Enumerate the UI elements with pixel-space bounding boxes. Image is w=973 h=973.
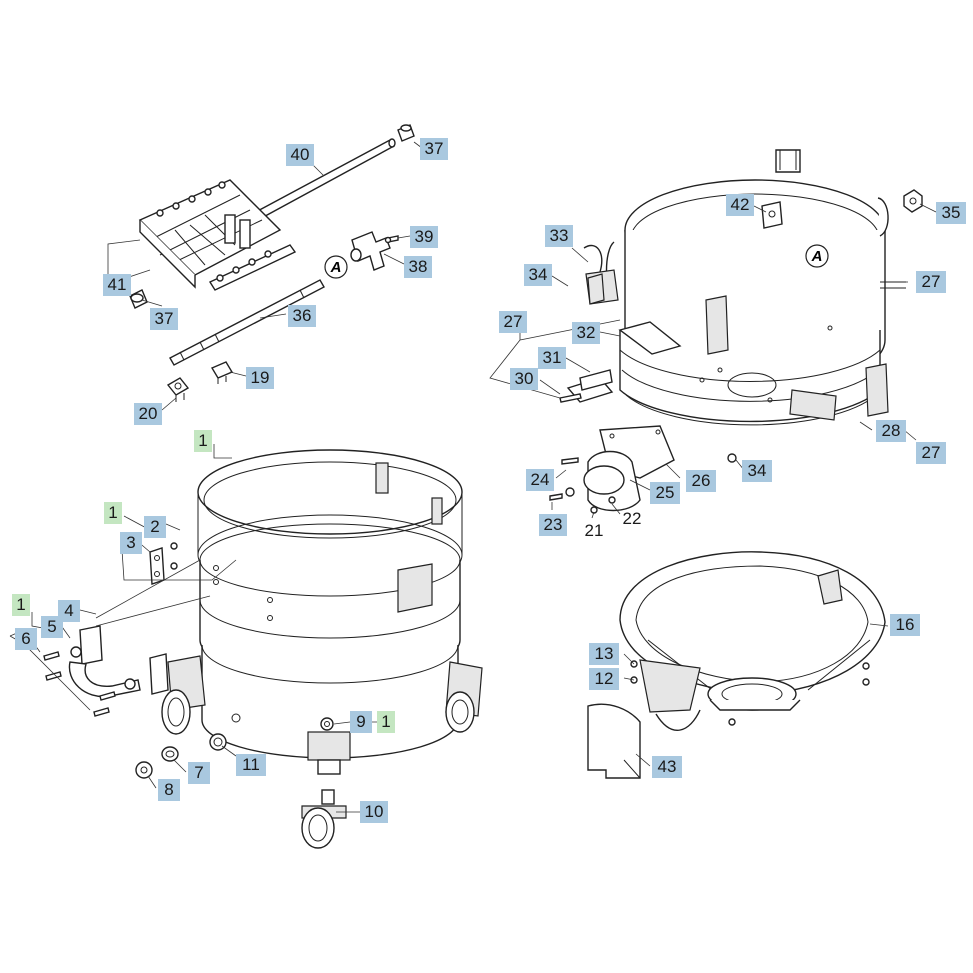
part-label-37-lower: 37 <box>150 308 178 330</box>
part-label-21: 21 <box>584 521 604 540</box>
drum-lower-1 <box>197 449 463 775</box>
part-label-28: 28 <box>876 420 906 442</box>
part-label-34-top: 34 <box>524 264 552 286</box>
part-label-19: 19 <box>246 367 274 389</box>
upper-drum <box>585 149 906 426</box>
part-label-24: 24 <box>526 469 554 491</box>
part-label-3: 3 <box>120 532 142 554</box>
marker-a-right-text: A <box>811 248 823 265</box>
part-label-1-bracket: 1 <box>104 502 122 524</box>
filter-bag-43 <box>587 703 641 779</box>
part-label-6: 6 <box>15 628 37 650</box>
end-cap-37-top <box>397 124 415 142</box>
marker-a-right: A <box>805 244 829 268</box>
screw-30 <box>559 393 582 403</box>
end-cap-37-bottom <box>129 289 148 309</box>
part-label-12: 12 <box>589 668 619 690</box>
caster-wheels <box>161 655 483 735</box>
part-label-5: 5 <box>41 616 63 638</box>
part-label-1-nut: 1 <box>377 711 395 733</box>
handle-frame-41 <box>138 179 297 291</box>
part-label-25: 25 <box>650 482 680 504</box>
part-label-36: 36 <box>288 305 316 327</box>
part-label-1-top: 1 <box>194 430 212 452</box>
nut-35 <box>903 189 923 213</box>
marker-a-left-text: A <box>330 259 342 276</box>
part-label-37: 37 <box>420 138 448 160</box>
screws-6 <box>43 651 116 717</box>
part-label-38: 38 <box>404 256 432 278</box>
clip-19 <box>210 361 234 384</box>
part-label-34-bottom: 34 <box>742 460 772 482</box>
part-label-20: 20 <box>134 403 162 425</box>
part-label-33: 33 <box>545 225 573 247</box>
part-label-22: 22 <box>622 509 642 528</box>
part-label-1-handle: 1 <box>12 594 30 616</box>
part-label-9: 9 <box>350 711 372 733</box>
handle-rod-36 <box>169 279 325 366</box>
push-handle-4 <box>68 625 169 698</box>
part-label-27-bottom: 27 <box>916 442 946 464</box>
part-label-30: 30 <box>510 368 538 390</box>
part-label-35: 35 <box>936 202 966 224</box>
funnel-16 <box>619 551 886 731</box>
bracket-42 <box>761 201 783 229</box>
bracket-3 <box>149 542 178 585</box>
part-label-8: 8 <box>158 779 180 801</box>
latch-clip-33 <box>583 244 605 305</box>
part-label-31: 31 <box>538 347 566 369</box>
part-label-27-left: 27 <box>499 311 527 333</box>
part-label-7: 7 <box>188 762 210 784</box>
screw-39 <box>384 235 399 244</box>
part-label-32: 32 <box>572 322 600 344</box>
part-label-27-right: 27 <box>916 271 946 293</box>
clip-20 <box>166 377 190 402</box>
nut-9 <box>320 717 334 731</box>
tee-connector-38 <box>350 231 391 271</box>
part-label-42: 42 <box>726 194 754 216</box>
leader-lines <box>9 141 937 813</box>
part-label-10: 10 <box>360 801 388 823</box>
part-label-13: 13 <box>589 643 619 665</box>
caster-10 <box>301 789 347 849</box>
part-label-4: 4 <box>58 600 80 622</box>
part-label-2: 2 <box>144 516 166 538</box>
part-label-23: 23 <box>539 514 567 536</box>
handle-rail-40 <box>251 138 396 222</box>
part-label-40: 40 <box>286 144 314 166</box>
part-label-39: 39 <box>410 226 438 248</box>
part-label-43: 43 <box>652 756 682 778</box>
part-label-11: 11 <box>236 754 266 776</box>
part-label-26: 26 <box>686 470 716 492</box>
hose-inlet-25 <box>583 425 675 512</box>
marker-a-left: A <box>324 255 348 279</box>
part-label-16: 16 <box>890 614 920 636</box>
washer-8-7-11 <box>135 733 227 779</box>
part-label-41: 41 <box>103 274 131 296</box>
